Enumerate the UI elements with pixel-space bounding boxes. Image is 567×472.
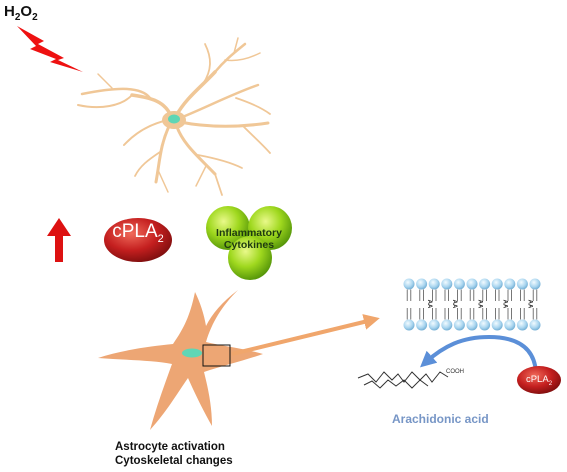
lipid-head xyxy=(479,278,491,290)
aa-label: AA xyxy=(426,300,432,309)
phospholipid-bilayer: AA AA AA AA AA xyxy=(403,278,541,331)
aa-label: AA xyxy=(476,300,482,309)
resting-astrocyte-nucleus xyxy=(168,114,180,124)
aa-label: AA xyxy=(451,300,457,309)
zoom-arrow xyxy=(231,314,380,356)
lipid-head xyxy=(466,278,478,290)
lipid-head xyxy=(516,278,528,290)
cytokine-cluster xyxy=(206,206,292,280)
lipid-head xyxy=(504,319,516,331)
astrocyte-activation-label: Astrocyte activation xyxy=(115,441,225,453)
activated-astrocyte xyxy=(98,290,263,430)
lipid-head xyxy=(441,319,453,331)
cpla2-small-enzyme xyxy=(517,366,561,394)
lipid-head xyxy=(416,278,428,290)
arachidonic-acid-structure xyxy=(357,371,449,383)
lightning-bolt-icon xyxy=(17,26,83,72)
lipid-head xyxy=(466,319,478,331)
lipid-head xyxy=(453,278,465,290)
cpla2-small-label: cPLA2 xyxy=(525,374,553,387)
lipid-head xyxy=(416,319,428,331)
lipid-head xyxy=(504,278,516,290)
lipid-head xyxy=(529,319,541,331)
lipid-head xyxy=(453,319,465,331)
cooh-label: COOH xyxy=(446,369,464,375)
arachidonic-acid-tail xyxy=(363,379,429,389)
lipid-head xyxy=(491,278,503,290)
lipid-head xyxy=(403,278,415,290)
curved-arrow xyxy=(420,334,538,373)
lipid-head xyxy=(403,319,415,331)
cpla2-label: cPLA2 xyxy=(112,221,164,245)
lipid-head xyxy=(529,278,541,290)
lipid-head xyxy=(479,319,491,331)
cytokines-label: Inflammatory Cytokines xyxy=(216,227,282,251)
lipid-head xyxy=(516,319,528,331)
lipid-head xyxy=(428,319,440,331)
lipid-head xyxy=(441,278,453,290)
lipid-head xyxy=(428,278,440,290)
activated-astrocyte-nucleus xyxy=(182,348,202,358)
zoom-box xyxy=(202,344,231,367)
h2o2-label: H2O2 xyxy=(4,3,38,23)
cpla2-enzyme xyxy=(104,218,172,262)
increase-arrow-icon xyxy=(47,218,71,262)
arachidonic-acid-label: Arachidonic acid xyxy=(392,412,489,426)
aa-label: AA xyxy=(502,300,508,309)
aa-label: AA xyxy=(527,300,533,309)
cytoskeletal-changes-label: Cytoskeletal changes xyxy=(115,455,233,467)
lipid-head xyxy=(491,319,503,331)
